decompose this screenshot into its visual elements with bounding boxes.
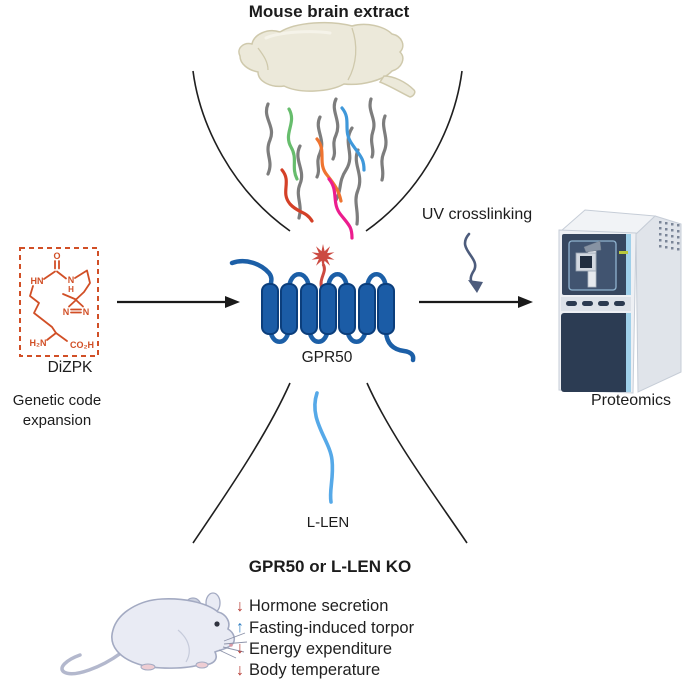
- mouse-eye: [214, 621, 220, 627]
- atom-label: N: [63, 307, 70, 317]
- brain-extract-title: Mouse brain extract: [248, 2, 410, 21]
- whiskers: [218, 632, 248, 659]
- effect-row: ↓ Hormone secretion: [236, 596, 414, 617]
- dizpk-label: DiZPK: [47, 359, 93, 376]
- c-terminus: [383, 329, 416, 363]
- funnel-curves-bottom: [192, 382, 468, 544]
- transmembrane-helices: [261, 283, 395, 335]
- atom-label: H₂N: [30, 338, 47, 348]
- proteomics-label: Proteomics: [590, 392, 672, 409]
- dizpk-structure: O HN N H N N H₂N CO₂H: [19, 247, 99, 357]
- down-arrow-icon: ↓: [236, 597, 244, 615]
- atom-label: HN: [31, 276, 44, 286]
- llen-ligand-squiggle: [313, 391, 335, 504]
- knockout-effects-list: ↓ Hormone secretion ↑ Fasting-induced to…: [236, 596, 414, 682]
- status-indicator: [619, 251, 628, 254]
- atom-label: CO₂H: [70, 340, 94, 350]
- effect-text: Hormone secretion: [249, 597, 389, 616]
- caption-line: expansion: [22, 411, 92, 429]
- down-arrow-icon: ↓: [236, 640, 244, 658]
- atom-label: N: [83, 307, 90, 317]
- uv-crosslinking-label: UV crosslinking: [421, 206, 533, 223]
- atom-label: H: [68, 285, 74, 294]
- uv-squiggle-arrow: [463, 232, 483, 293]
- caption-line: Genetic code: [12, 392, 102, 409]
- mass-spectrometer-icon: [558, 209, 682, 394]
- dizpk-dashed-box: [19, 247, 99, 357]
- gpr50-label: GPR50: [301, 349, 353, 366]
- protein-squiggles: [265, 97, 388, 240]
- effect-text: Fasting-induced torpor: [249, 618, 415, 637]
- vent-grid: [659, 221, 680, 251]
- atom-label: N: [68, 275, 75, 285]
- arrow-right: [419, 296, 533, 308]
- source-housing-icon: [575, 240, 602, 288]
- funnel-curves-top: [192, 70, 463, 232]
- brain-icon: [238, 21, 416, 98]
- effect-row: ↓ Body temperature: [236, 660, 414, 681]
- gpr50-receptor: [229, 244, 416, 363]
- arrow-left: [117, 296, 240, 308]
- genetic-code-caption: Genetic code expansion: [13, 391, 101, 430]
- knockout-title: GPR50 or L-LEN KO: [248, 557, 412, 576]
- up-arrow-icon: ↑: [236, 619, 244, 637]
- down-arrow-icon: ↓: [236, 661, 244, 679]
- crosslinker-star-icon: [311, 244, 335, 268]
- effect-row: ↓ Energy expenditure: [236, 639, 414, 660]
- effect-text: Energy expenditure: [249, 639, 393, 658]
- atom-label: O: [53, 251, 60, 261]
- mouse-icon: [60, 592, 248, 676]
- llen-label: L-LEN: [306, 514, 350, 531]
- effect-text: Body temperature: [249, 661, 381, 680]
- effect-row: ↑ Fasting-induced torpor: [236, 617, 414, 638]
